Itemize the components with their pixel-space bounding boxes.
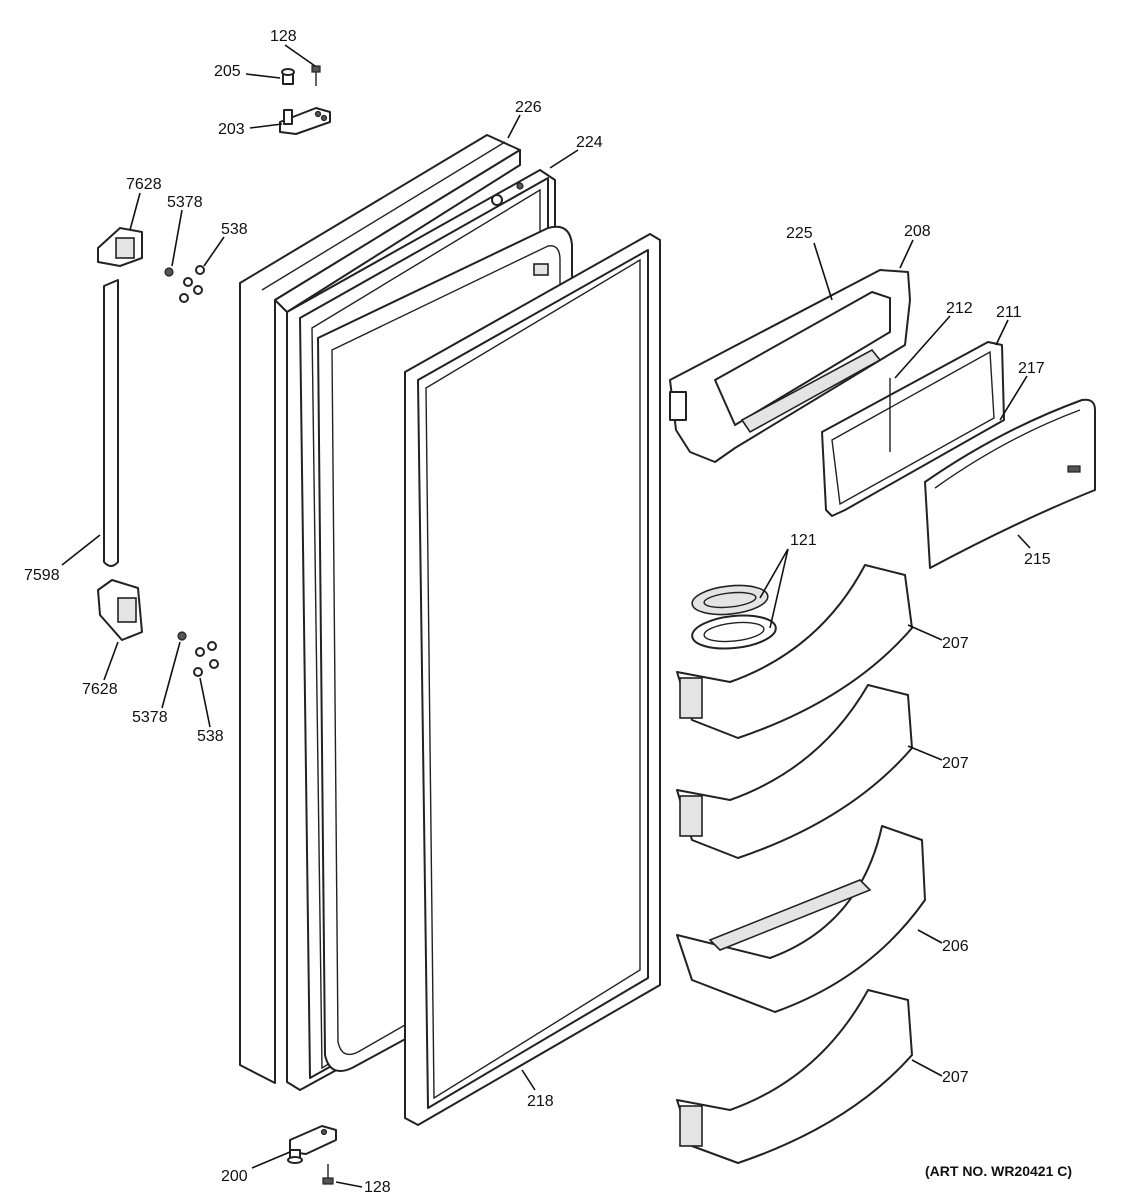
dairy-door-cover-215-217 [924,398,1096,569]
handle-mount-7628-top [97,227,143,267]
leader-lines [61,44,1031,1188]
handle-tube-7598 [103,279,119,567]
callout-207-a: 207 [942,635,969,652]
screw-128-top [311,65,321,86]
callout-205: 205 [214,63,241,80]
door-bin-207-c [676,989,913,1164]
set-screws-5378 [164,267,187,641]
callout-538-top: 538 [221,221,248,238]
screw-128-bottom [322,1164,334,1185]
callout-203: 203 [218,121,245,138]
screws-538-top [179,265,205,303]
bottom-hinge-200 [287,1125,337,1164]
callout-121: 121 [790,532,817,549]
door-gasket-218 [404,233,661,1126]
dairy-bin-225-208 [669,269,911,463]
door-outer-panel [239,134,521,1084]
dairy-door-frame-211-212 [821,341,1005,517]
callout-5378-bottom: 5378 [132,709,168,726]
door-bin-207-a [676,564,913,739]
callout-7628-bottom: 7628 [82,681,118,698]
callout-labels: 128 205 203 226 224 7628 5378 538 225 20… [24,28,1072,1196]
callout-5378-top: 5378 [167,194,203,211]
top-hinge-203 [279,107,331,135]
callout-208: 208 [904,223,931,240]
callout-538-bottom: 538 [197,728,224,745]
callout-225: 225 [786,225,813,242]
callout-218: 218 [527,1093,554,1110]
callout-200: 200 [221,1168,248,1185]
callout-212: 212 [946,300,973,317]
door-bin-206 [676,825,926,1013]
screws-538-bottom [193,641,219,677]
callout-128-bottom: 128 [364,1179,391,1196]
handle-mount-7628-bottom [97,579,143,641]
hinge-pin-205 [281,68,295,85]
callout-207-b: 207 [942,755,969,772]
callout-224: 224 [576,134,603,151]
callout-7598: 7598 [24,567,60,584]
callout-211: 211 [996,304,1022,321]
callout-215: 215 [1024,551,1051,568]
seals-121 [691,584,777,650]
callout-206: 206 [942,938,969,955]
callout-226: 226 [515,99,542,116]
callout-128-top: 128 [270,28,297,45]
callout-207-c: 207 [942,1069,969,1086]
callout-217: 217 [1018,360,1045,377]
callout-7628-top: 7628 [126,176,162,193]
art-number: (ART NO. WR20421 C) [925,1163,1072,1179]
